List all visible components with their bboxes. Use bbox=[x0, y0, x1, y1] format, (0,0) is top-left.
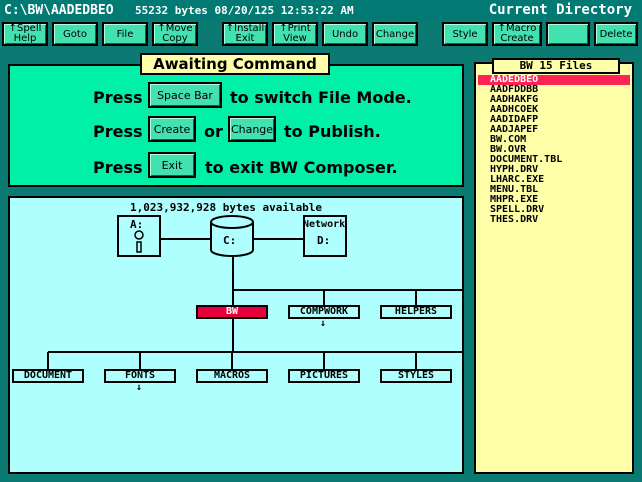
goto-button[interactable]: Goto bbox=[52, 22, 98, 46]
drive-a-box[interactable] bbox=[117, 215, 161, 257]
title-bar: C:\BW\AADEDBEO 55232 bytes 08/20/125 12:… bbox=[0, 0, 642, 20]
fkey-label: Delete bbox=[599, 28, 633, 40]
fkey-label: Copy bbox=[162, 33, 188, 44]
file-list-item[interactable]: BW.COM bbox=[490, 134, 527, 145]
fkey-label: Exit bbox=[235, 33, 255, 44]
directory-mode-label: Current Directory bbox=[488, 2, 632, 18]
file-list-item[interactable]: THES.DRV bbox=[490, 214, 539, 225]
delete-button[interactable]: Delete bbox=[594, 22, 638, 46]
fkey-label: View bbox=[283, 33, 307, 44]
change-publish-button[interactable]: Change bbox=[228, 116, 276, 142]
press-label: Press bbox=[93, 88, 143, 107]
bytes-available: 1,023,932,928 bytes available bbox=[130, 201, 323, 214]
tree-node-bw[interactable]: BW bbox=[196, 305, 268, 319]
file-list-item[interactable]: BW.OVR bbox=[490, 144, 527, 155]
drive-c-label: C: bbox=[223, 234, 237, 247]
exit-button[interactable]: Exit bbox=[148, 152, 196, 178]
or-label: or bbox=[204, 122, 223, 141]
press-label: Press bbox=[93, 122, 143, 141]
expand-arrow-icon: ↓ bbox=[136, 382, 143, 393]
publish-text: to Publish. bbox=[284, 122, 381, 141]
status-info: 55232 bytes 08/20/125 12:53:22 AM bbox=[135, 4, 354, 17]
fkey-label: Change bbox=[375, 28, 415, 40]
space-bar-button[interactable]: Space Bar bbox=[148, 82, 222, 108]
blank-function-button[interactable] bbox=[546, 22, 590, 46]
tree-node-macros[interactable]: MACROS bbox=[196, 369, 268, 383]
file-list-item[interactable]: AADHCOEK bbox=[490, 104, 539, 115]
fkey-label: Style bbox=[452, 28, 478, 40]
current-path: C:\BW\AADEDBEO bbox=[4, 3, 114, 18]
press-label: Press bbox=[93, 158, 143, 177]
create-button[interactable]: Create bbox=[148, 116, 196, 142]
switch-mode-text: to switch File Mode. bbox=[230, 88, 412, 107]
file-list-item[interactable]: SPELL.DRV bbox=[490, 204, 545, 215]
file-list-item[interactable]: AADEDBEO bbox=[478, 75, 630, 85]
floppy-slot-icon bbox=[136, 241, 142, 253]
floppy-icon bbox=[134, 230, 144, 240]
tree-node-compwork[interactable]: COMPWORK bbox=[288, 305, 360, 319]
file-list-item[interactable]: AADJAPEF bbox=[490, 124, 539, 135]
file-list-item[interactable]: AADHAKFG bbox=[490, 94, 539, 105]
fkey-label: ↑Move bbox=[157, 23, 193, 34]
file-list-item[interactable]: MHPR.EXE bbox=[490, 194, 539, 205]
fkey-label: ↑Macro bbox=[497, 23, 537, 34]
tree-node-document[interactable]: DOCUMENT bbox=[12, 369, 84, 383]
hard-disk-icon[interactable] bbox=[210, 222, 254, 257]
fkey-label: Goto bbox=[63, 28, 87, 40]
network-drive-box[interactable] bbox=[303, 215, 347, 257]
undo-button[interactable]: Undo bbox=[322, 22, 368, 46]
fkey-label: File bbox=[116, 28, 134, 40]
drive-d-label: D: bbox=[317, 234, 331, 247]
fkey-label: Undo bbox=[331, 28, 359, 40]
tree-node-styles[interactable]: STYLES bbox=[380, 369, 452, 383]
file-list-item[interactable]: AADIDAFP bbox=[490, 114, 539, 125]
bytes-count: 55232 bytes bbox=[135, 4, 208, 17]
fkey-label: Help bbox=[13, 33, 37, 44]
file-list-item[interactable]: HYPH.DRV bbox=[490, 164, 539, 175]
fkey-label: ↑Print bbox=[279, 23, 311, 34]
tree-node-fonts[interactable]: FONTS bbox=[104, 369, 176, 383]
file-button[interactable]: File bbox=[102, 22, 148, 46]
fkey-label: ↑Spell bbox=[8, 23, 42, 34]
file-list-item[interactable]: AADFDDBB bbox=[490, 84, 539, 95]
file-list-item[interactable]: LHARC.EXE bbox=[490, 174, 545, 185]
change-button[interactable]: Change bbox=[372, 22, 418, 46]
exit-text: to exit BW Composer. bbox=[205, 158, 398, 177]
file-list-item[interactable]: DOCUMENT.TBL bbox=[490, 154, 563, 165]
file-list-item[interactable]: MENU.TBL bbox=[490, 184, 539, 195]
expand-arrow-icon: ↓ bbox=[320, 318, 327, 329]
date-display: 08/20/125 bbox=[214, 4, 275, 17]
tree-node-pictures[interactable]: PICTURES bbox=[288, 369, 360, 383]
fkey-label: ↑Install bbox=[225, 23, 265, 34]
style-button[interactable]: Style bbox=[442, 22, 488, 46]
time-display: 12:53:22 AM bbox=[280, 4, 354, 17]
network-label: Network bbox=[303, 219, 346, 230]
command-panel-title: Awaiting Command bbox=[140, 53, 330, 75]
file-list-title: BW 15 Files bbox=[492, 58, 620, 74]
hard-disk-top bbox=[210, 215, 254, 229]
drive-a-label: A: bbox=[130, 218, 144, 231]
tree-node-helpers[interactable]: HELPERS bbox=[380, 305, 452, 319]
fkey-label: Create bbox=[500, 33, 534, 44]
